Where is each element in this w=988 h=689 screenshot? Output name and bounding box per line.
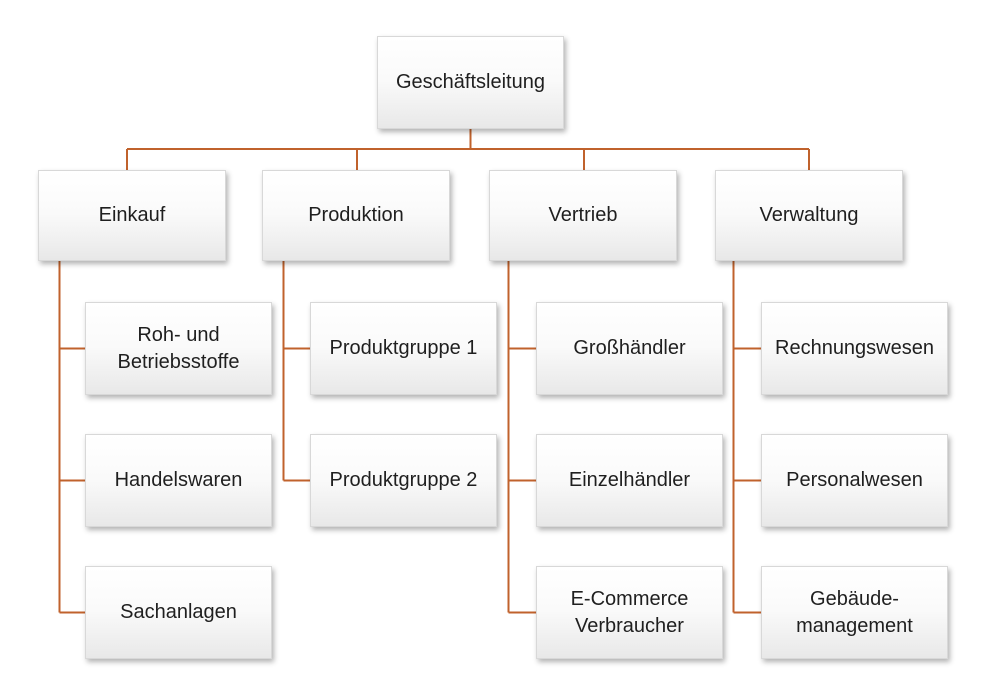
org-node-produktion: Produktion (262, 170, 450, 261)
org-node-einzelhaendler: Einzelhändler (536, 434, 723, 527)
org-node-roh-und-betriebsstoffe: Roh- und Betriebsstoffe (85, 302, 272, 395)
org-node-label: Verwaltung (759, 204, 859, 227)
org-node-geschaeftsleitung: Geschäftsleitung (377, 36, 564, 129)
org-node-personalwesen: Personalwesen (761, 434, 948, 527)
org-node-label: E-Commerce Verbraucher (570, 588, 689, 637)
org-node-label: Sachanlagen (120, 601, 237, 624)
org-node-label: Roh- und Betriebsstoffe (117, 324, 240, 373)
org-node-produktgruppe-2: Produktgruppe 2 (310, 434, 497, 527)
org-node-verwaltung: Verwaltung (715, 170, 903, 261)
org-node-label: Vertrieb (548, 204, 618, 227)
org-node-label: Personalwesen (786, 469, 923, 492)
org-node-label: Produktion (308, 204, 404, 227)
org-node-label: Gebäude- management (796, 588, 913, 637)
org-node-rechnungswesen: Rechnungswesen (761, 302, 948, 395)
org-node-label: Rechnungswesen (775, 337, 934, 360)
org-node-label: Großhändler (573, 337, 686, 360)
org-node-produktgruppe-1: Produktgruppe 1 (310, 302, 497, 395)
org-node-sachanlagen: Sachanlagen (85, 566, 272, 659)
org-node-label: Geschäftsleitung (396, 71, 545, 94)
org-node-label: Produktgruppe 2 (329, 469, 478, 492)
org-node-label: Einkauf (98, 204, 166, 227)
org-node-label: Einzelhändler (568, 469, 691, 492)
org-node-handelswaren: Handelswaren (85, 434, 272, 527)
org-node-e-commerce-verbraucher: E-Commerce Verbraucher (536, 566, 723, 659)
org-node-label: Handelswaren (114, 469, 243, 492)
org-node-label: Produktgruppe 1 (329, 337, 478, 360)
org-node-grosshaendler: Großhändler (536, 302, 723, 395)
org-node-gebaeudemanagement: Gebäude- management (761, 566, 948, 659)
org-node-einkauf: Einkauf (38, 170, 226, 261)
org-node-vertrieb: Vertrieb (489, 170, 677, 261)
